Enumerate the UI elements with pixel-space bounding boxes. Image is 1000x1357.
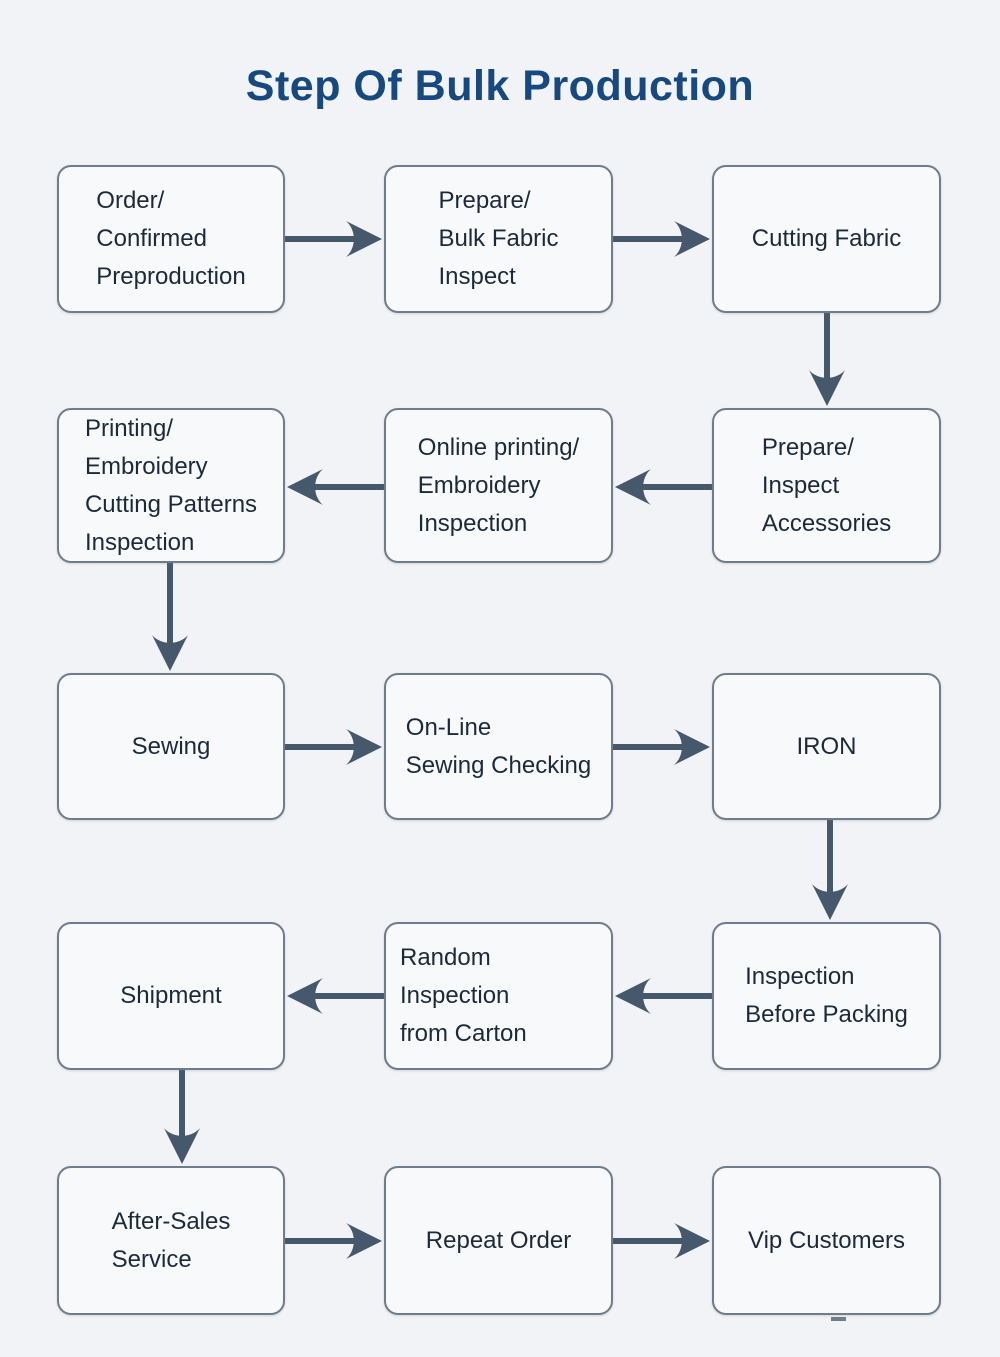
node-prepare-accessories: Prepare/ Inspect Accessories (712, 408, 941, 563)
node-sewing-label: Sewing (131, 732, 211, 760)
node-repeat-order-label: Repeat Order (425, 1226, 572, 1254)
node-online-printing-label: Online printing/ Embroidery Inspection (417, 433, 580, 537)
node-repeat-order: Repeat Order (384, 1166, 613, 1315)
node-order-label: Order/ Confirmed Preproduction (96, 187, 246, 290)
node-prepare-bulk-fabric-label: Prepare/ Bulk Fabric Inspect (438, 187, 559, 290)
node-printing-embroidery-label: Printing/ Embroidery Cutting Patterns In… (84, 414, 258, 556)
page-title: Step Of Bulk Production (245, 62, 755, 110)
node-vip-customers-label: Vip Customers (748, 1226, 905, 1254)
node-order: Order/ Confirmed Preproduction (57, 165, 285, 313)
node-online-printing: Online printing/ Embroidery Inspection (384, 408, 613, 563)
node-printing-embroidery: Printing/ Embroidery Cutting Patterns In… (57, 408, 285, 563)
node-inspection-before-packing-label: Inspection Before Packing (745, 963, 908, 1028)
node-random-inspection-label: Random Inspection from Carton (400, 944, 527, 1047)
node-inspection-before-packing: Inspection Before Packing (712, 922, 941, 1070)
node-prepare-accessories-label: Prepare/ Inspect Accessories (761, 433, 892, 537)
node-random-inspection: Random Inspection from Carton (384, 922, 613, 1070)
truncated-arrow-stub (831, 1317, 846, 1321)
node-cutting-fabric: Cutting Fabric (712, 165, 941, 313)
node-shipment-label: Shipment (120, 982, 222, 1009)
node-cutting-fabric-label: Cutting Fabric (751, 225, 902, 252)
node-vip-customers: Vip Customers (712, 1166, 941, 1315)
node-after-sales-service: After-Sales Service (57, 1166, 285, 1315)
node-after-sales-service-label: After-Sales Service (111, 1207, 231, 1273)
node-online-sewing-checking-label: On-Line Sewing Checking (405, 713, 592, 779)
node-iron-label: IRON (796, 732, 857, 760)
node-prepare-bulk-fabric: Prepare/ Bulk Fabric Inspect (384, 165, 613, 313)
node-online-sewing-checking: On-Line Sewing Checking (384, 673, 613, 820)
node-sewing: Sewing (57, 673, 285, 820)
node-shipment: Shipment (57, 922, 285, 1070)
node-iron: IRON (712, 673, 941, 820)
